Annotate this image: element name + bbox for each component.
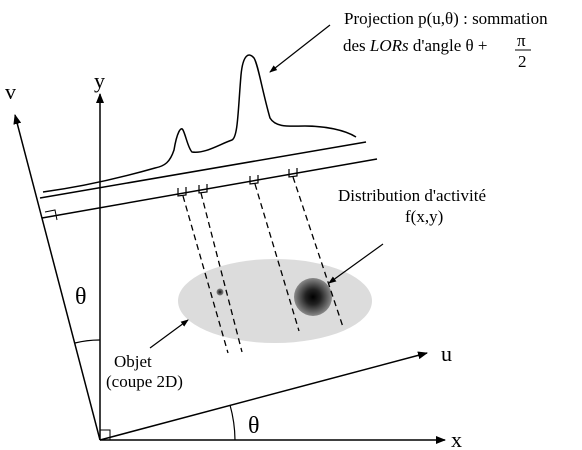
activity-dot [216,288,224,296]
axis-label-v: v [5,79,16,104]
activity-blob [294,278,332,316]
detector-line-top [39,141,367,199]
axis-label-y: y [94,68,105,93]
object-label-line1: Objet [114,352,152,371]
object-pointer [149,319,189,349]
theta-label-bottom: θ [248,413,260,439]
object-ellipse [178,259,372,343]
projection-curve [42,54,357,193]
theta-arc-bottom [229,404,236,441]
projection-label-line2: des LORs d'angle θ + [343,36,488,55]
theta-arc-left [74,339,101,344]
detector-bins [177,168,298,197]
lors [182,176,344,354]
u-axis [99,351,428,441]
axis-label-u: u [441,341,452,366]
projection-lors: LORs [369,36,409,55]
projection-des: des [343,36,370,55]
projection-pointer [269,24,331,73]
v-axis [13,114,101,441]
axis-label-x: x [451,427,462,450]
detector-right-angle [44,209,58,221]
distribution-label-line1: Distribution d'activité [338,186,486,205]
origin-right-angle [100,429,111,440]
distribution-pointer [328,243,384,284]
fraction-denominator: 2 [518,52,527,71]
projection-angle: d'angle θ + [409,36,488,55]
detector-line-bottom [41,158,378,219]
projection-label-line1: Projection p(u,θ) : sommation [344,9,548,28]
theta-label-left: θ [75,284,87,310]
distribution-label-line2: f(x,y) [405,207,443,226]
object-label-line2: (coupe 2D) [106,372,183,391]
fraction-numerator: π [517,31,526,50]
